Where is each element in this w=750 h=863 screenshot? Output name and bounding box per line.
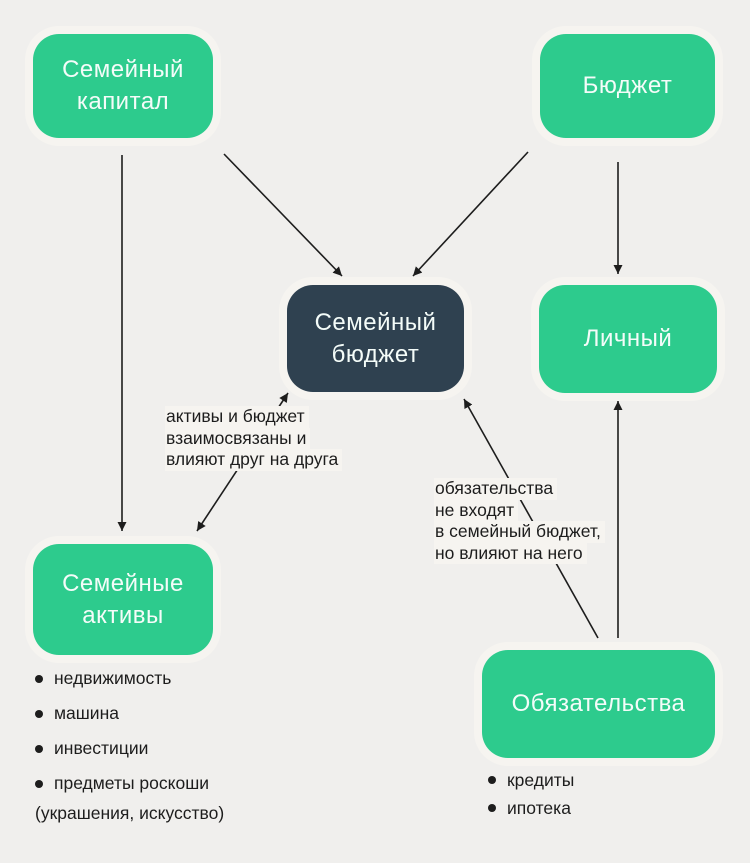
annotation-line: влияют друг на друга (165, 449, 343, 471)
node-budget: Бюджет (540, 34, 715, 138)
annotation-line: взаимосвязаны и (165, 427, 311, 449)
list-item-label: ипотека (507, 797, 571, 818)
annotation-line: активы и бюджет (165, 406, 309, 428)
family-assets-list-note: (украшения, искусство) (35, 803, 225, 823)
annotation-line: обязательства (434, 478, 558, 500)
node-liabilities-label: Обязательства (511, 690, 686, 718)
bullet-icon (35, 779, 43, 788)
node-personal: Личный (539, 285, 717, 393)
annotation-liabilities-note: обязательства не входят в семейный бюдже… (434, 478, 605, 564)
list-item: предметы роскоши (35, 766, 209, 801)
node-family-capital: Семейный капитал (33, 34, 213, 138)
node-liabilities: Обязательства (482, 650, 715, 758)
node-family-assets-label: Семейные активы (62, 569, 184, 629)
annotation-assets-budget-link: активы и бюджет взаимосвязаны и влияют д… (165, 406, 343, 471)
list-item: кредиты (488, 766, 574, 794)
family-assets-list: недвижимость машина инвестиции предметы … (35, 661, 209, 801)
node-family-capital-label: Семейный капитал (62, 56, 184, 115)
annotation-line: в семейный бюджет, (434, 521, 605, 543)
list-item: машина (35, 696, 209, 731)
list-item-label: недвижимость (54, 668, 172, 688)
bullet-icon (488, 804, 496, 812)
liabilities-list: кредиты ипотека (488, 766, 574, 822)
list-item: недвижимость (35, 661, 209, 696)
node-budget-label: Бюджет (582, 72, 673, 100)
list-item: инвестиции (35, 731, 209, 766)
bullet-icon (35, 674, 43, 683)
bullet-icon (488, 776, 496, 784)
list-item-label: предметы роскоши (54, 773, 210, 793)
list-item-label: кредиты (507, 769, 575, 790)
annotation-line: не входят (434, 499, 519, 521)
arrow-budget-to-family-budget (412, 151, 529, 277)
node-family-budget-label: Семейный бюджет (314, 308, 437, 368)
list-item-label: инвестиции (54, 738, 149, 758)
node-family-assets: Семейные активы (33, 544, 213, 655)
list-item-label: машина (54, 703, 119, 723)
node-family-budget: Семейный бюджет (287, 285, 464, 392)
bullet-icon (35, 744, 43, 753)
bullet-icon (35, 709, 43, 718)
arrow-family-capital-to-family-budget (223, 153, 343, 277)
annotation-line: но влияют на него (434, 542, 587, 564)
list-item: ипотека (488, 794, 574, 822)
node-personal-label: Личный (583, 325, 673, 353)
